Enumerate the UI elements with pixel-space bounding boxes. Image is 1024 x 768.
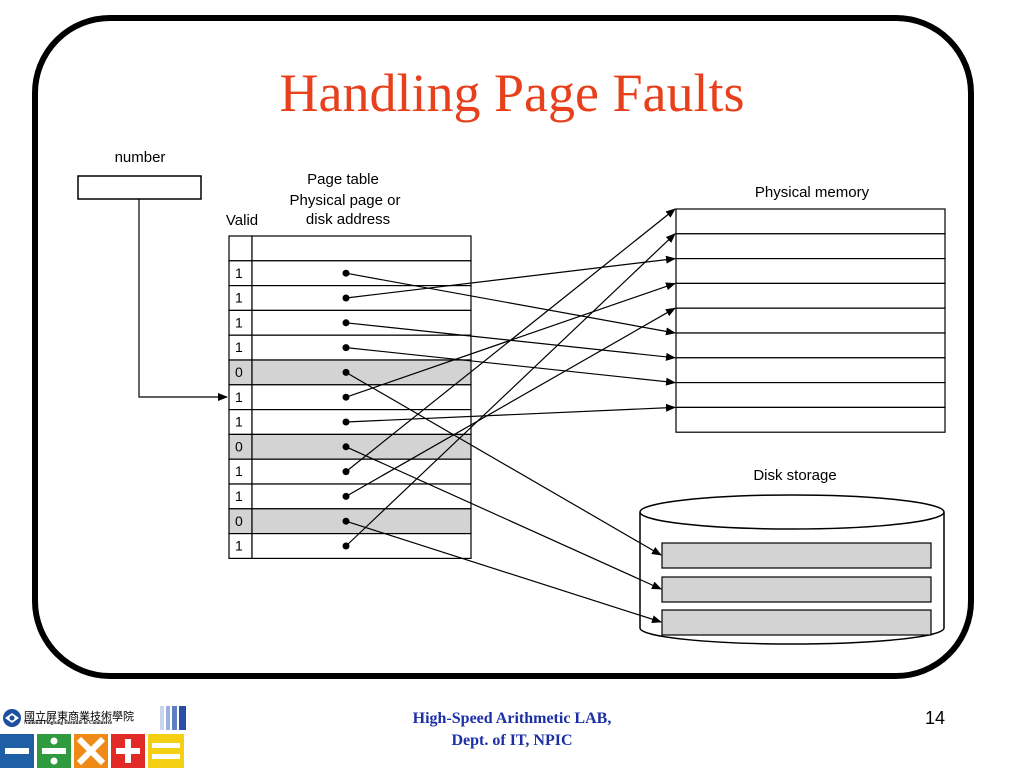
page-table-addr-cell <box>251 409 472 436</box>
label-disk-storage: Disk storage <box>753 467 836 484</box>
physical-memory-frame <box>675 282 946 309</box>
physical-memory-frame <box>675 233 946 260</box>
page-to-memory-arrow <box>345 255 676 299</box>
page-table-addr-cell <box>251 309 472 336</box>
page-table-addr-cell <box>251 433 472 460</box>
page-table-valid-bit: 1 <box>235 414 243 430</box>
physical-memory-frame <box>675 406 946 433</box>
page-fault-diagram: number Page table Physical page or disk … <box>77 149 946 645</box>
disk-block <box>661 609 932 636</box>
page-to-memory-arrow <box>345 233 676 547</box>
page-table-addr-cell <box>251 532 472 559</box>
page-table-valid-bit: 1 <box>235 314 243 330</box>
page-table-valid-bit: 1 <box>235 488 243 504</box>
footer-credit: High-Speed Arithmetic LAB, Dept. of IT, … <box>312 708 712 752</box>
slide-frame <box>32 15 974 679</box>
disk-block <box>661 542 932 569</box>
page-table-valid-bit: 1 <box>235 463 243 479</box>
disk-blocks <box>661 542 932 636</box>
page-number: 14 <box>925 708 946 728</box>
logo-text-cn: 國立屏東商業技術學院 <box>24 710 134 723</box>
logo-emblem-icon <box>3 709 21 727</box>
label-valid: Valid <box>226 212 258 229</box>
virtual-page-number-box <box>77 175 202 200</box>
disk-block <box>661 576 932 603</box>
page-table-addr-cell <box>251 260 472 287</box>
number-to-table-arrow <box>138 199 228 401</box>
label-physical-page-line1: Physical page or <box>290 192 401 209</box>
page-table-valid-bit: 1 <box>235 265 243 281</box>
page-to-memory-arrow <box>345 347 676 386</box>
page-to-memory-arrow <box>345 307 676 497</box>
physical-memory-frame <box>675 208 946 235</box>
physical-memory-frame <box>675 357 946 384</box>
page-table-addr-cell <box>251 334 472 361</box>
page-to-disk-arrow <box>345 520 662 624</box>
page-table-valid-bit: 1 <box>235 290 243 306</box>
page-table-valid-bit: 0 <box>235 364 243 380</box>
physical-memory-frame <box>675 258 946 285</box>
page-table-valid-bit: 0 <box>235 438 243 454</box>
page-table-valid-bit: 0 <box>235 513 243 529</box>
label-physical-page-line2: disk address <box>306 211 390 228</box>
page-to-disk-arrow <box>345 371 662 556</box>
physical-memory <box>675 208 946 433</box>
logo-stripes-icon <box>160 706 186 730</box>
page-to-memory-arrow <box>345 403 676 423</box>
page-table-valid-bit: 1 <box>235 389 243 405</box>
page-to-disk-arrow <box>345 446 662 590</box>
page-table-header-addr-cell <box>251 235 472 262</box>
page-table-header-valid-cell <box>228 235 253 262</box>
physical-memory-frame <box>675 332 946 359</box>
page-table-valid-bit: 1 <box>235 538 243 554</box>
page-table-addr-cell <box>251 285 472 312</box>
label-number: number <box>115 149 166 166</box>
page-table-addr-cell <box>251 384 472 411</box>
footer-line-2: Dept. of IT, NPIC <box>451 732 573 749</box>
page-table-addr-cell <box>251 508 472 535</box>
label-page-table: Page table <box>307 171 379 188</box>
physical-memory-frame <box>675 307 946 334</box>
label-physical-memory: Physical memory <box>755 184 870 201</box>
page-table-valid-bit: 1 <box>235 339 243 355</box>
footer-line-1: High-Speed Arithmetic LAB, <box>412 710 612 727</box>
page-mappings <box>345 208 676 624</box>
page-to-memory-arrow <box>345 208 676 473</box>
slide-title: Handling Page Faults <box>279 63 745 123</box>
page-table: 1 1 1 1 0 1 1 0 1 1 0 1 <box>228 235 472 559</box>
logo-text-en: National Pingtung Institute of Commerce <box>24 721 113 726</box>
math-operators-icon <box>0 734 184 768</box>
institute-logo: 國立屏東商業技術學院 National Pingtung Institute o… <box>0 700 190 768</box>
physical-memory-frame <box>675 382 946 409</box>
page-to-memory-arrow <box>345 272 676 336</box>
page-table-addr-cell <box>251 458 472 485</box>
